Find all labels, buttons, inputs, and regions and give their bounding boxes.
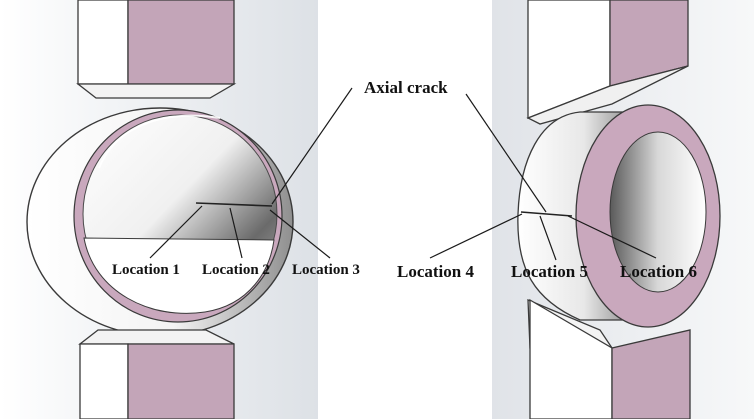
right-assembly bbox=[517, 0, 721, 419]
leader-location-3 bbox=[269, 209, 331, 259]
right-axial-crack bbox=[520, 211, 573, 217]
leader-location-4 bbox=[429, 213, 523, 259]
right-ring bbox=[517, 104, 721, 328]
leader-location-1 bbox=[149, 205, 203, 259]
label-axial-crack: Axial crack bbox=[364, 78, 448, 97]
leader-axial-crack-right bbox=[465, 93, 547, 213]
left-ring bbox=[26, 107, 294, 337]
right-top-platen bbox=[526, 0, 689, 125]
label-location-1: Location 1 bbox=[112, 262, 180, 278]
leader-location-6 bbox=[567, 215, 657, 259]
right-bottom-platen bbox=[527, 298, 691, 419]
label-location-4: Location 4 bbox=[397, 262, 474, 281]
leader-axial-crack-left bbox=[271, 87, 353, 205]
leader-location-5 bbox=[539, 215, 557, 261]
label-location-5: Location 5 bbox=[511, 262, 588, 281]
left-top-platen bbox=[76, 0, 237, 99]
label-location-3: Location 3 bbox=[292, 262, 360, 278]
label-location-2: Location 2 bbox=[202, 262, 270, 278]
label-location-6: Location 6 bbox=[620, 262, 697, 281]
left-assembly bbox=[26, 0, 294, 419]
left-bottom-platen bbox=[78, 329, 235, 419]
leader-lines bbox=[149, 87, 657, 261]
left-axial-crack bbox=[195, 202, 273, 207]
leader-location-2 bbox=[229, 207, 243, 259]
